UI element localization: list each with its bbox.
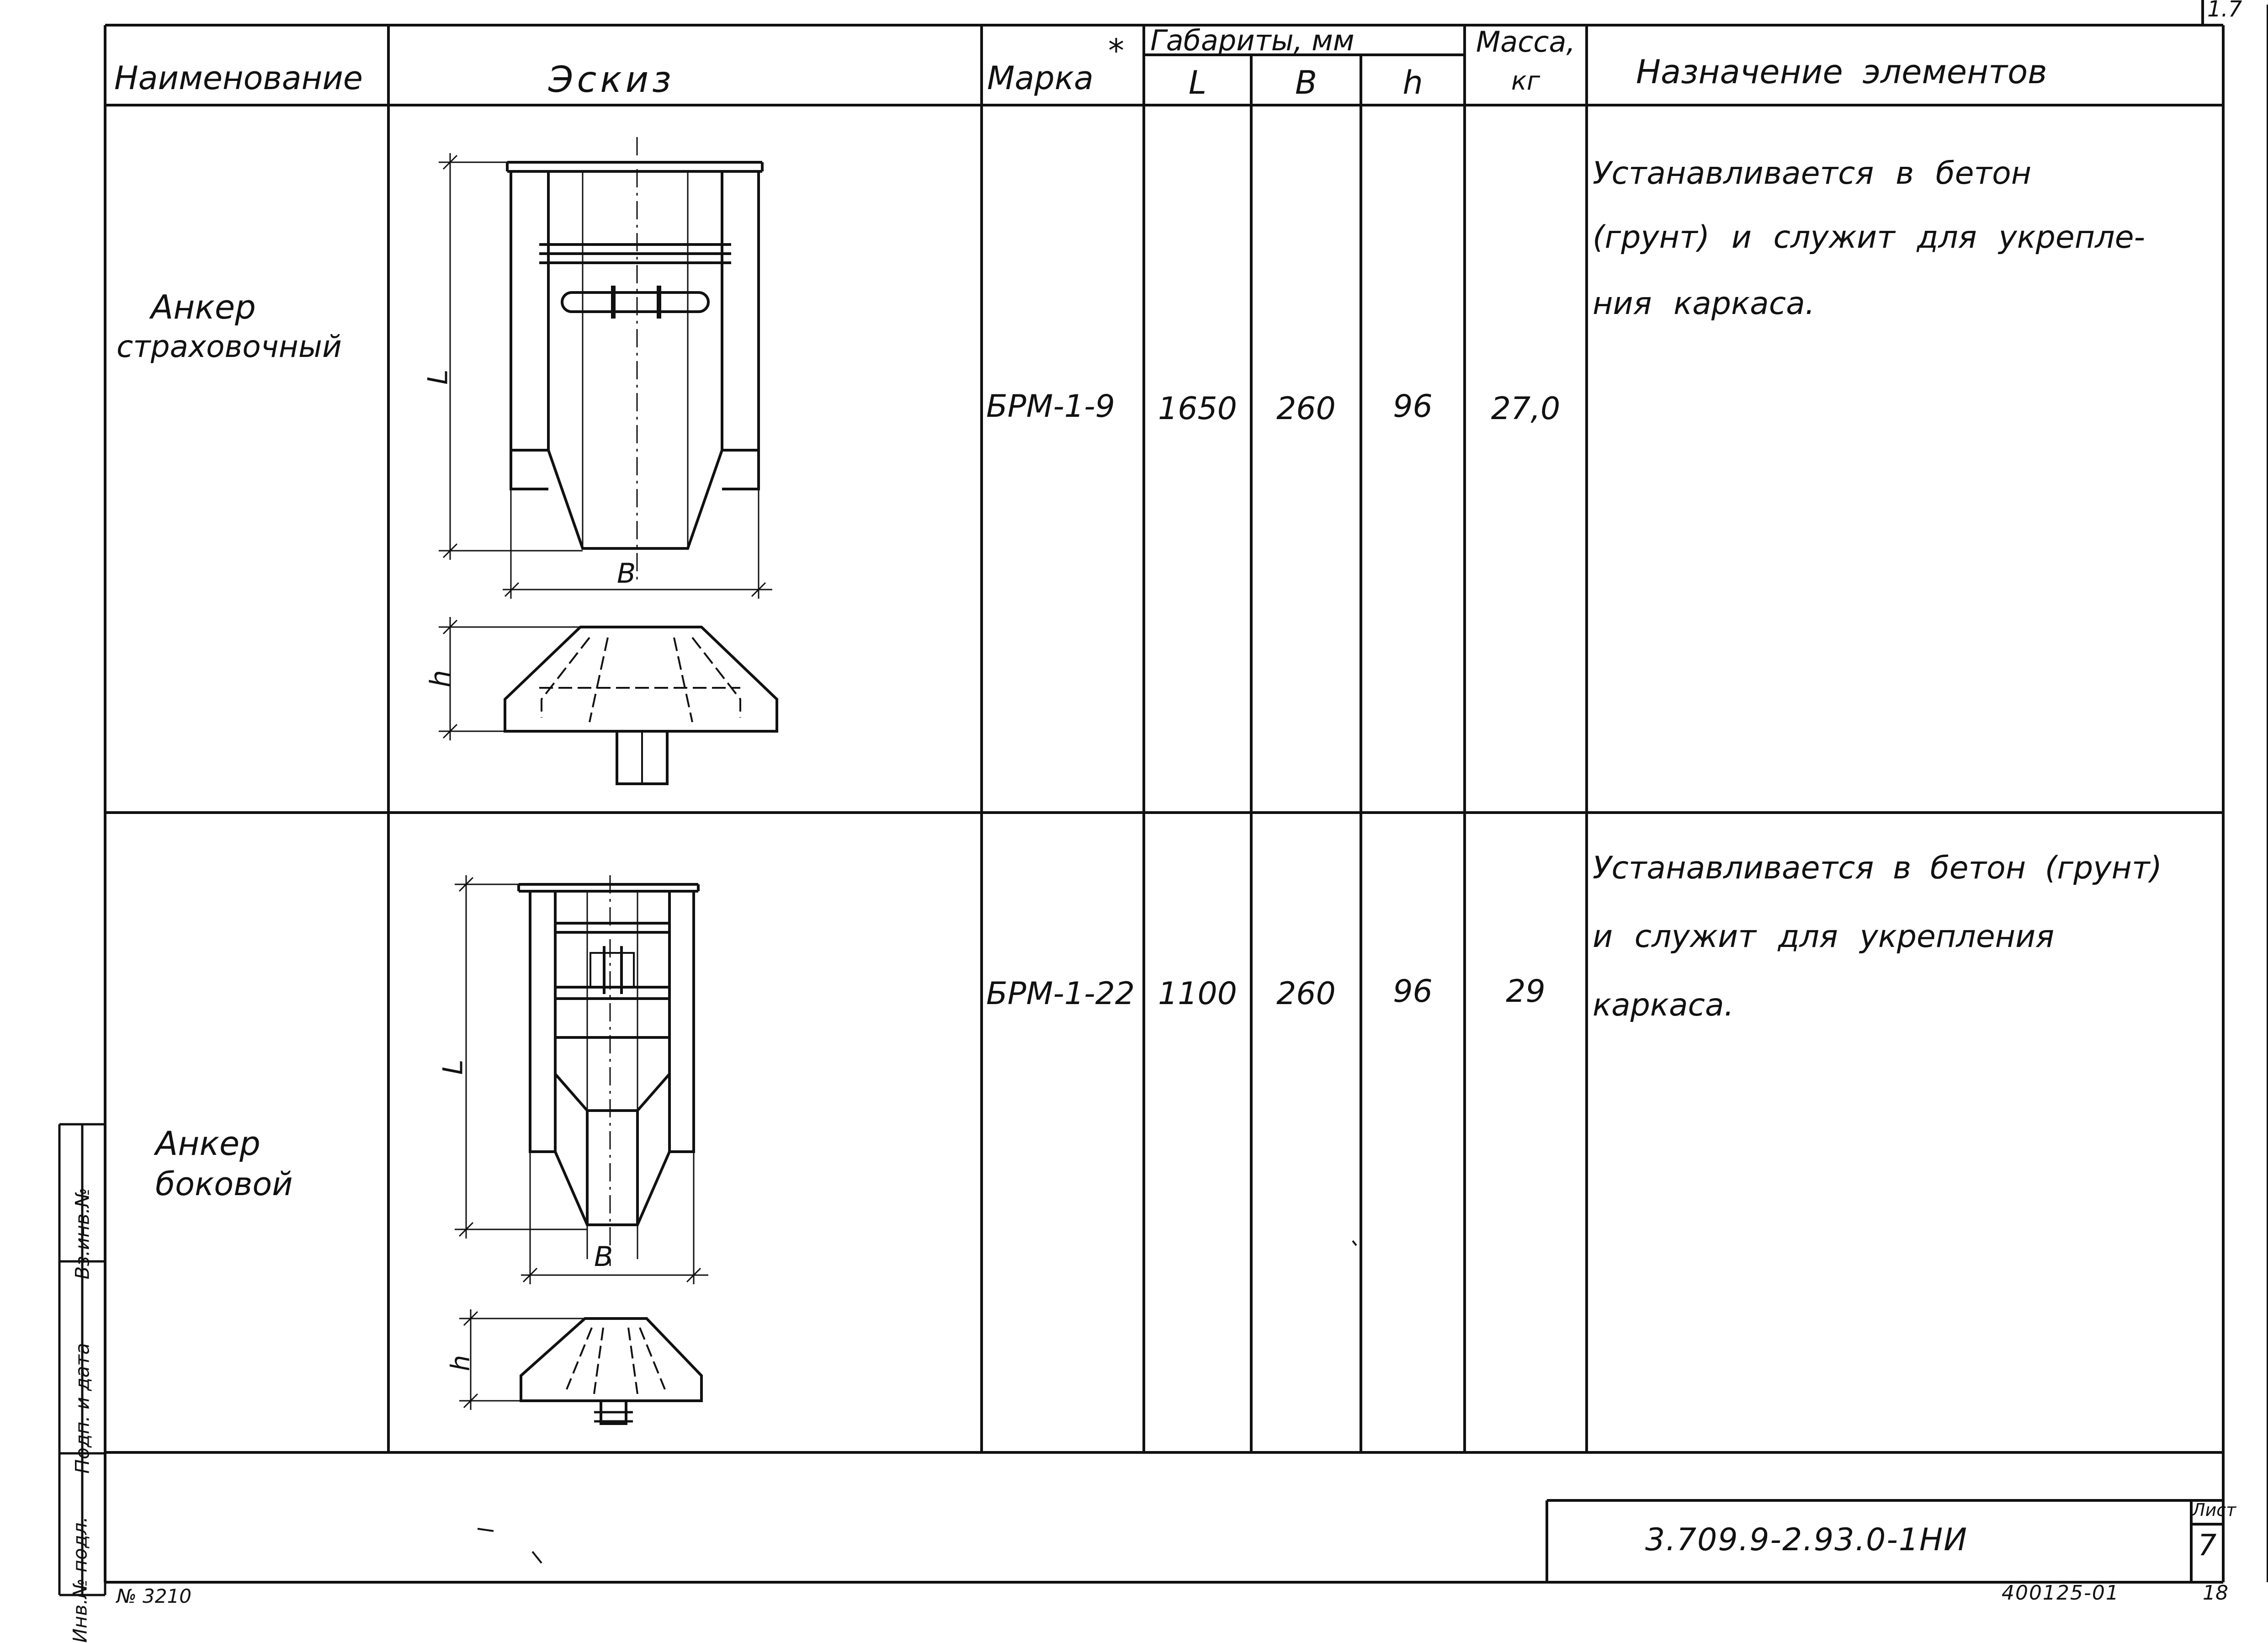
row2-name-line1: Анкер [155, 1124, 260, 1163]
row1-purpose-line3: ния каркаса. [1593, 286, 1815, 322]
sketch-anchor-safety-side [439, 617, 778, 785]
header-dim-B: B [1295, 64, 1317, 101]
row2-name-line2: боковой [155, 1165, 293, 1203]
header-sketch: Эскиз [548, 59, 675, 101]
row1-L: 1650 [1158, 391, 1238, 427]
footer-page-number: 18 [2203, 1581, 2228, 1605]
row1-name-line2: страховочный [117, 329, 342, 364]
header-name: Наименование [114, 59, 363, 97]
header-dim-h: h [1402, 64, 1423, 101]
header-dimensions: Габариты, мм [1150, 24, 1354, 57]
row1-mark: БРМ-1-9 [986, 388, 1115, 425]
row2-B: 260 [1276, 976, 1336, 1012]
stray-marks [477, 1240, 1357, 1564]
corner-mark: 1.7 [2207, 0, 2242, 22]
row1-sketch-dim-L: L [422, 369, 454, 385]
footer-left-note: № 3210 [117, 1585, 191, 1607]
row2-sketch-dim-B: B [594, 1241, 613, 1273]
sketch-anchor-side-side [459, 1309, 703, 1425]
row1-B: 260 [1276, 391, 1336, 427]
row2-L: 1100 [1158, 976, 1238, 1012]
row2-h: 96 [1393, 973, 1433, 1010]
header-mark: Марка [987, 59, 1094, 97]
row2-mark: БРМ-1-22 [986, 976, 1135, 1012]
row1-purpose-line1: Устанавливается в бетон [1593, 155, 2032, 191]
row1-purpose-line2: (грунт) и служит для укрепле- [1593, 219, 2146, 255]
header-mark-asterisk: * [1108, 32, 1124, 69]
header-mass: Масса, [1476, 25, 1576, 58]
sketch-anchor-safety-plan [439, 137, 772, 599]
row2-purpose-line3: каркаса. [1593, 987, 1734, 1023]
footer-archive-code: 400125-01 [2002, 1581, 2119, 1605]
row1-name-line1: Анкер [151, 288, 256, 326]
row2-sketch-dim-L: L [437, 1059, 469, 1075]
row2-purpose-line2: и служит для укрепления [1593, 919, 2055, 955]
sketch-anchor-side-plan [455, 875, 708, 1284]
side-stamp-frame [58, 1123, 106, 1596]
title-block-sheet-label: Лист [2192, 1500, 2236, 1520]
row2-mass: 29 [1506, 973, 1546, 1010]
row2-sketch-dim-h: h [446, 1355, 476, 1372]
header-purpose: Назначение элементов [1636, 53, 2047, 91]
row2-purpose-line1: Устанавливается в бетон (грунт) [1593, 850, 2162, 886]
title-block-sheet-number: 7 [2198, 1529, 2217, 1563]
row1-mass: 27,0 [1491, 391, 1561, 427]
header-mass-unit: кг [1511, 66, 1540, 96]
side-stamp-vzam-inv: Вз.инв.№ [71, 1187, 94, 1280]
row1-sketch-dim-B: B [617, 558, 636, 590]
title-block-doc-code: 3.709.9-2.93.0-1НИ [1645, 1522, 1968, 1558]
side-stamp-sign-date: Подп. и дата [71, 1343, 94, 1474]
row1-sketch-dim-h: h [425, 670, 457, 688]
table-grid [104, 0, 2268, 1584]
row1-h: 96 [1393, 388, 1433, 425]
header-dim-L: L [1189, 64, 1206, 101]
